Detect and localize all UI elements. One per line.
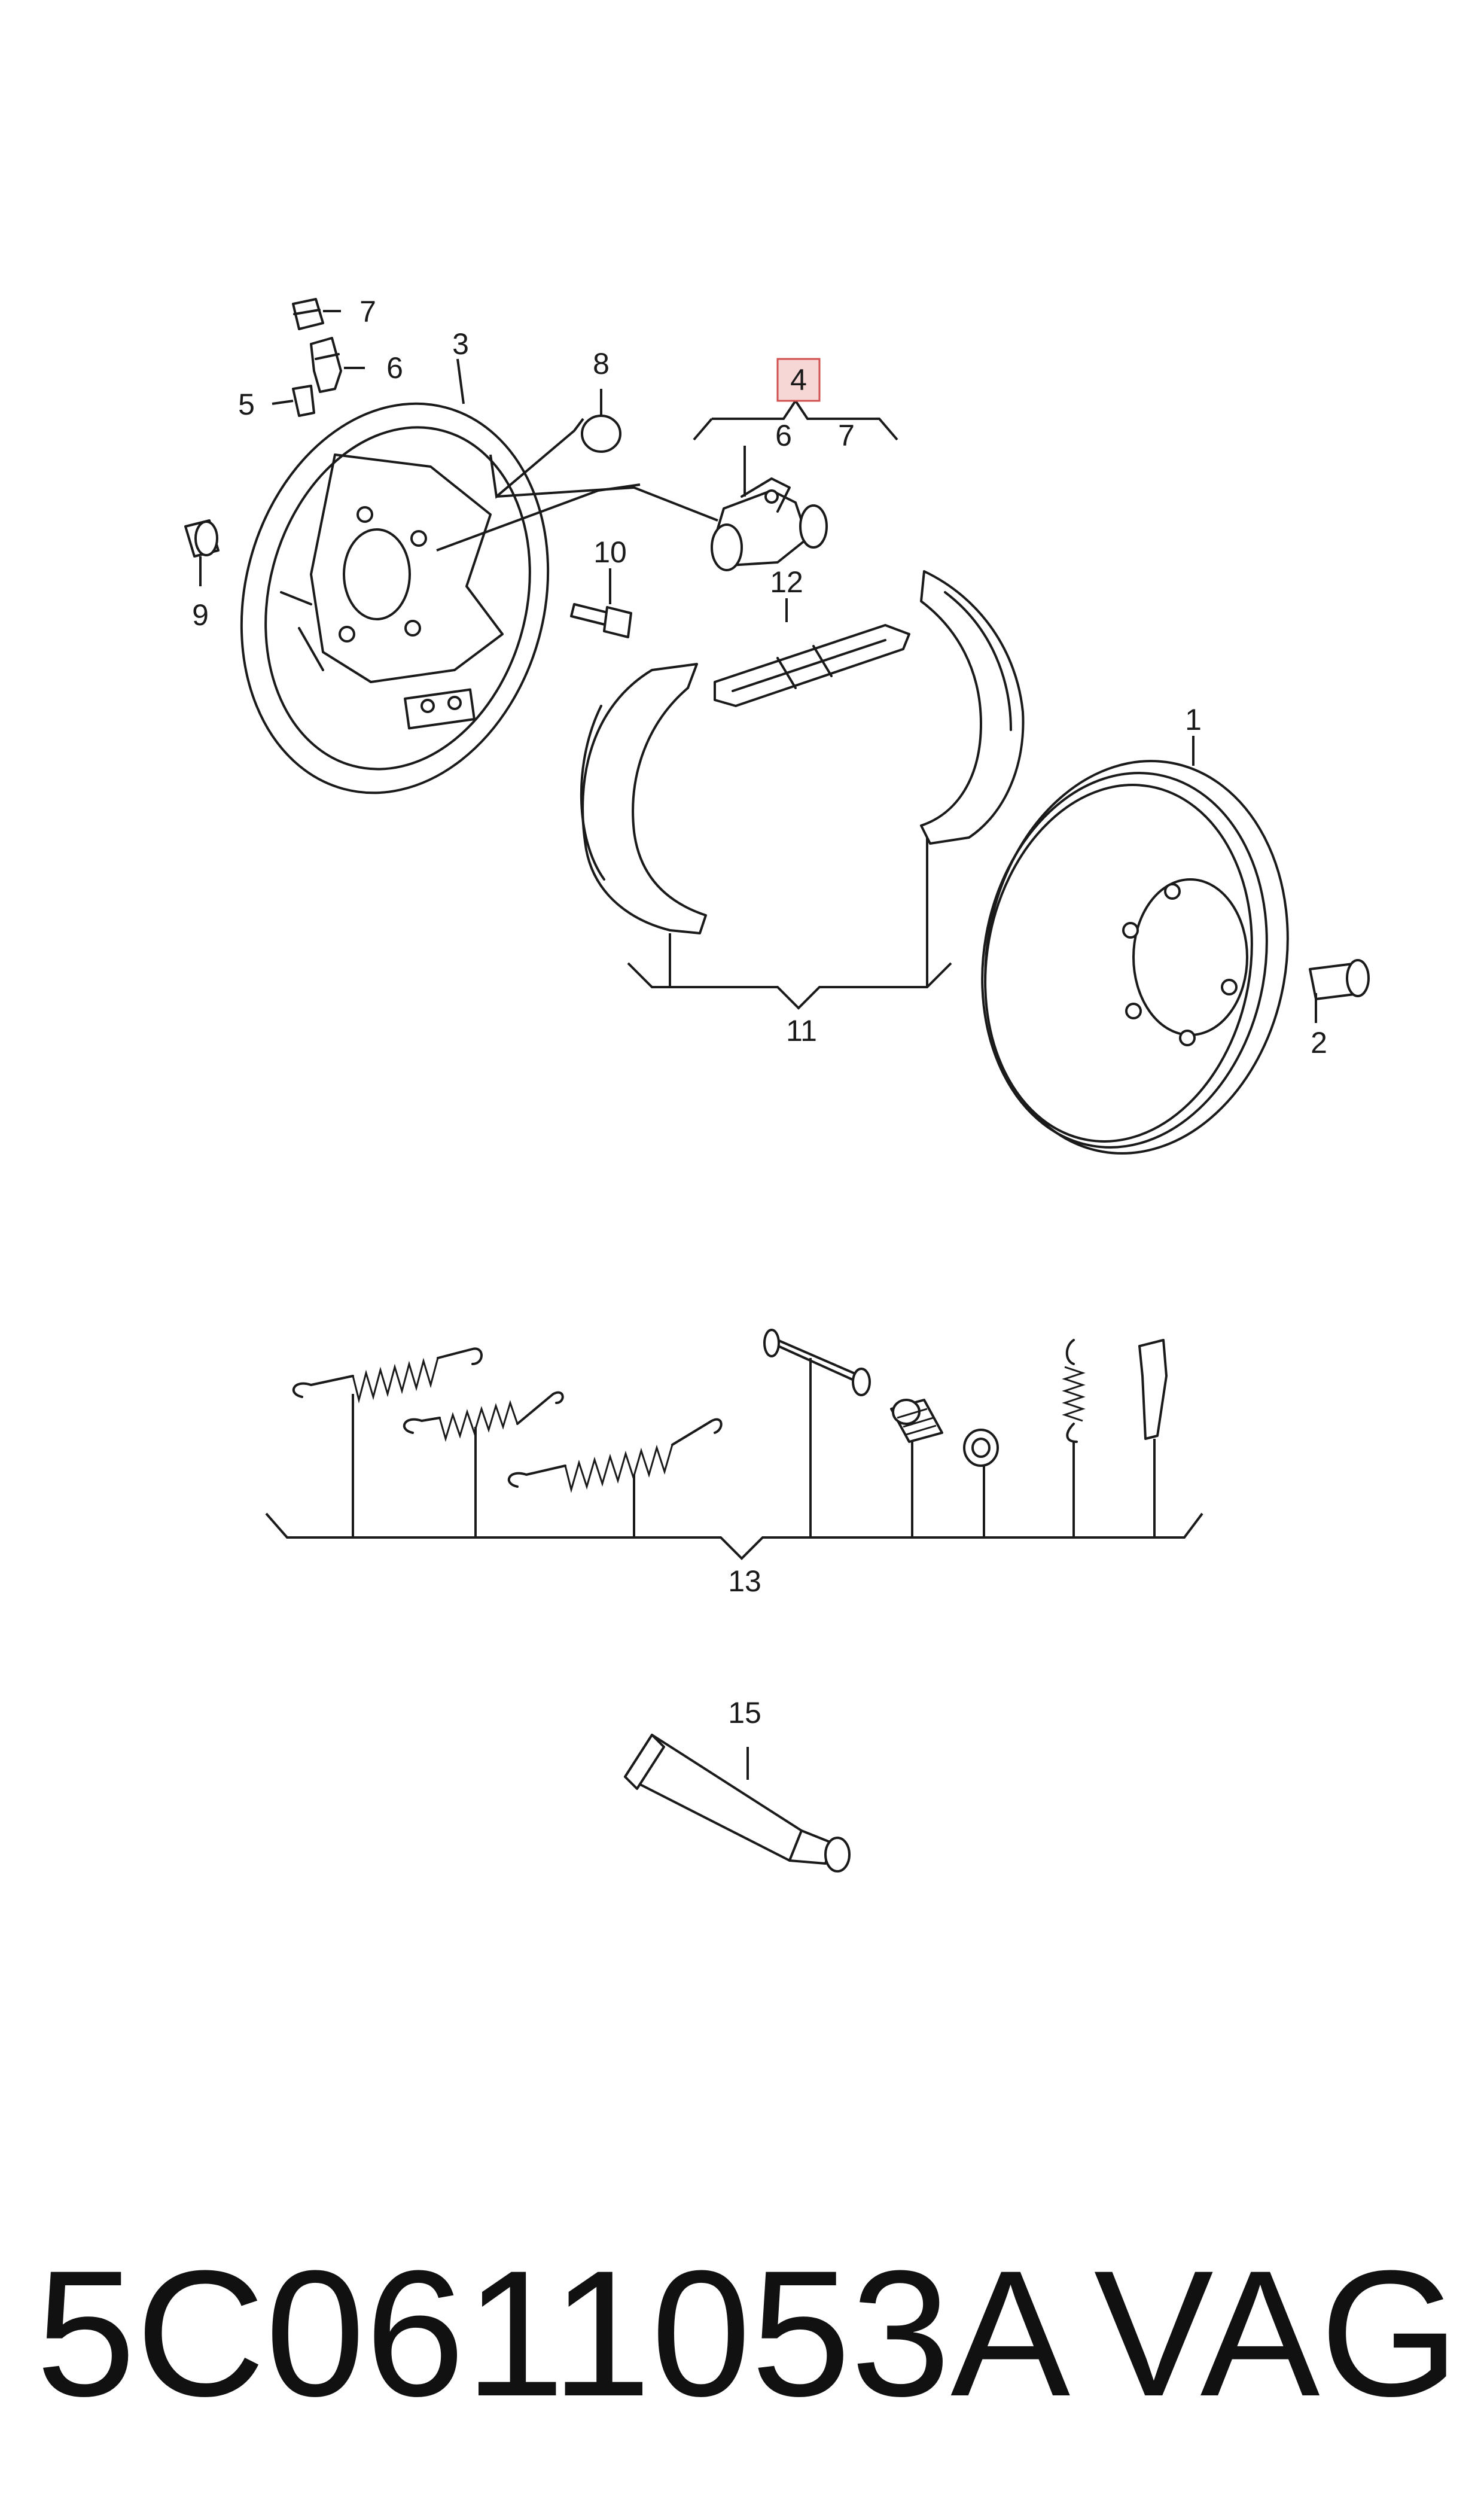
bolt-10 <box>570 603 632 638</box>
callout-3: 3 <box>452 327 469 361</box>
callout-11: 11 <box>786 1014 817 1048</box>
callout-1: 1 <box>1185 703 1202 736</box>
callout-7-top: 7 <box>359 295 376 328</box>
spring-large-2 <box>507 1418 723 1493</box>
rubber-plug <box>581 415 621 453</box>
retaining-pin <box>763 1329 871 1396</box>
wheel-cylinder <box>711 477 828 571</box>
bleeder-cap <box>292 298 324 330</box>
pressure-spring <box>890 1399 943 1443</box>
bolt-5 <box>292 385 315 417</box>
spring-large-1 <box>292 1347 483 1403</box>
grease-tube <box>624 1734 851 1872</box>
spring-cup <box>963 1429 999 1467</box>
brand-name: VAG <box>1093 2233 1459 2434</box>
small-tension-spring <box>1062 1339 1086 1443</box>
callout-5: 5 <box>238 388 255 421</box>
callout-7-right: 7 <box>838 419 855 452</box>
callout-6-right: 6 <box>775 419 792 452</box>
spring-medium <box>403 1391 564 1442</box>
brake-drum <box>981 760 1289 1155</box>
part-number: 5C0611053A <box>36 2233 1071 2434</box>
adjuster-strut <box>714 624 910 707</box>
callout-4: 4 <box>790 363 807 397</box>
callout-6-top: 6 <box>386 351 403 385</box>
callout-9: 9 <box>192 598 209 632</box>
callout-15: 15 <box>728 1696 761 1730</box>
callout-numbers: 4 7 6 5 3 8 9 10 6 7 12 1 2 11 13 15 <box>192 295 1327 1730</box>
rubber-bushing <box>184 519 220 558</box>
callout-12: 12 <box>770 565 803 599</box>
callout-8: 8 <box>593 347 610 380</box>
callout-10: 10 <box>593 535 627 569</box>
brake-shoe-left <box>580 663 707 934</box>
backing-plate <box>240 402 550 794</box>
leader-lines <box>199 310 1317 1780</box>
lever <box>1138 1339 1168 1440</box>
highlight-box-4 <box>776 358 821 402</box>
drum-screw <box>1309 959 1370 1000</box>
callout-2: 2 <box>1311 1026 1327 1059</box>
callout-13: 13 <box>728 1564 761 1598</box>
bleeder-screw <box>310 337 342 393</box>
brake-shoe-right <box>920 570 1025 845</box>
footer-caption: 5C0611053A VAG <box>36 2225 1459 2441</box>
